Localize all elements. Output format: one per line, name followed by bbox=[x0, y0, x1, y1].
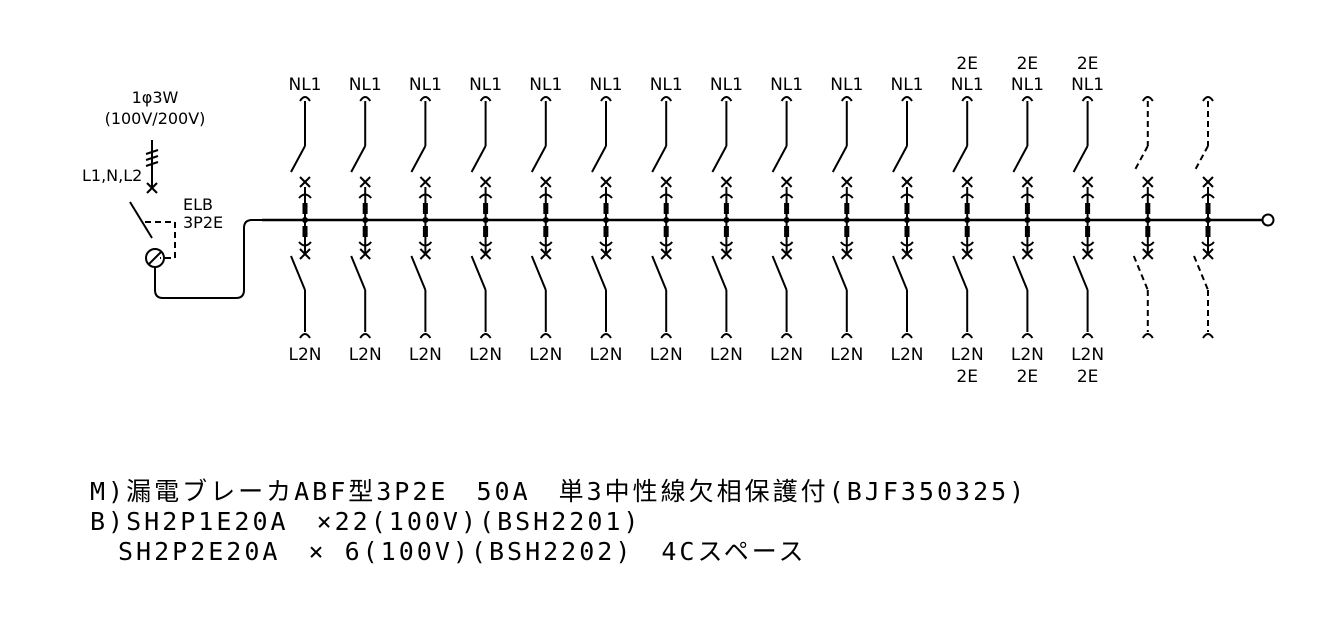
branch-bottom-label: L2N bbox=[589, 345, 622, 365]
branch-1 bbox=[290, 96, 312, 339]
branch-top-label: NL1 bbox=[1071, 75, 1104, 95]
supply-voltage-label: (100V/200V) bbox=[105, 109, 206, 128]
branch-bottom-label: 2E bbox=[956, 367, 978, 387]
branch-3 bbox=[410, 96, 433, 339]
branch-top-label: NL1 bbox=[529, 75, 562, 95]
branch-top-label: NL1 bbox=[650, 75, 683, 95]
branch-2 bbox=[350, 96, 372, 339]
branch-7 bbox=[651, 96, 673, 339]
branch-top-label: 2E bbox=[956, 54, 978, 74]
branch-bottom-label: L2N bbox=[469, 345, 502, 365]
branch-bottom-label: L2N bbox=[830, 345, 863, 365]
branch-top-label: NL1 bbox=[710, 75, 743, 95]
branch-5 bbox=[530, 96, 553, 339]
elb-poles-label: 3P2E bbox=[183, 213, 223, 232]
branch-bottom-label: L2N bbox=[288, 345, 321, 365]
branch-top-label: NL1 bbox=[890, 75, 923, 95]
branch-top-label: NL1 bbox=[469, 75, 502, 95]
branch-13 bbox=[1012, 96, 1035, 339]
branch-top-label: NL1 bbox=[349, 75, 382, 95]
branch-top-label: NL1 bbox=[288, 75, 321, 95]
supply-lines-label: L1,N,L2 bbox=[82, 166, 142, 185]
spec-line-branch-2e: SH2P2E20A × 6(100V)(BSH2202) 4Cスペース bbox=[90, 537, 807, 566]
spec-line-main-breaker: M)漏電ブレーカABF型3P2E 50A 単3中性線欠相保護付(BJF35032… bbox=[90, 477, 1028, 506]
branch-top-label: NL1 bbox=[1011, 75, 1044, 95]
branch-bottom-label: L2N bbox=[409, 345, 442, 365]
branch-6 bbox=[591, 96, 613, 339]
branch-15 bbox=[1132, 96, 1155, 339]
branch-top-label: NL1 bbox=[589, 75, 622, 95]
branch-16 bbox=[1193, 96, 1215, 339]
elb-name-label: ELB bbox=[183, 195, 213, 214]
branch-top-label: 2E bbox=[1017, 54, 1039, 74]
branch-4 bbox=[470, 96, 493, 339]
branch-bottom-label: L2N bbox=[890, 345, 923, 365]
branch-bottom-label: L2N bbox=[650, 345, 683, 365]
branch-8 bbox=[711, 96, 734, 339]
branch-12 bbox=[952, 96, 974, 339]
branch-bottom-label: L2N bbox=[951, 345, 984, 365]
branch-bottom-label: L2N bbox=[770, 345, 803, 365]
branch-bottom-label: L2N bbox=[529, 345, 562, 365]
branch-top-label: 2E bbox=[1077, 54, 1099, 74]
branch-bottom-label: L2N bbox=[710, 345, 743, 365]
branch-14 bbox=[1072, 96, 1095, 339]
branch-top-label: NL1 bbox=[830, 75, 863, 95]
branch-bottom-label: L2N bbox=[349, 345, 382, 365]
branch-bottom-label: 2E bbox=[1017, 367, 1039, 387]
spec-line-branch-1e: B)SH2P1E20A ×22(100V)(BSH2201) bbox=[90, 507, 642, 536]
branch-11 bbox=[892, 96, 914, 339]
bus-terminal bbox=[1261, 213, 1275, 227]
supply-phase-label: 1φ3W bbox=[132, 88, 179, 107]
branch-bottom-label: L2N bbox=[1071, 345, 1104, 365]
branch-10 bbox=[831, 96, 854, 339]
branch-bottom-label: L2N bbox=[1011, 345, 1044, 365]
branch-bottom-label: 2E bbox=[1077, 367, 1099, 387]
main-elb bbox=[129, 140, 262, 299]
branch-top-label: NL1 bbox=[409, 75, 442, 95]
branch-top-label: NL1 bbox=[770, 75, 803, 95]
branch-9 bbox=[771, 96, 794, 339]
branch-top-label: NL1 bbox=[951, 75, 984, 95]
